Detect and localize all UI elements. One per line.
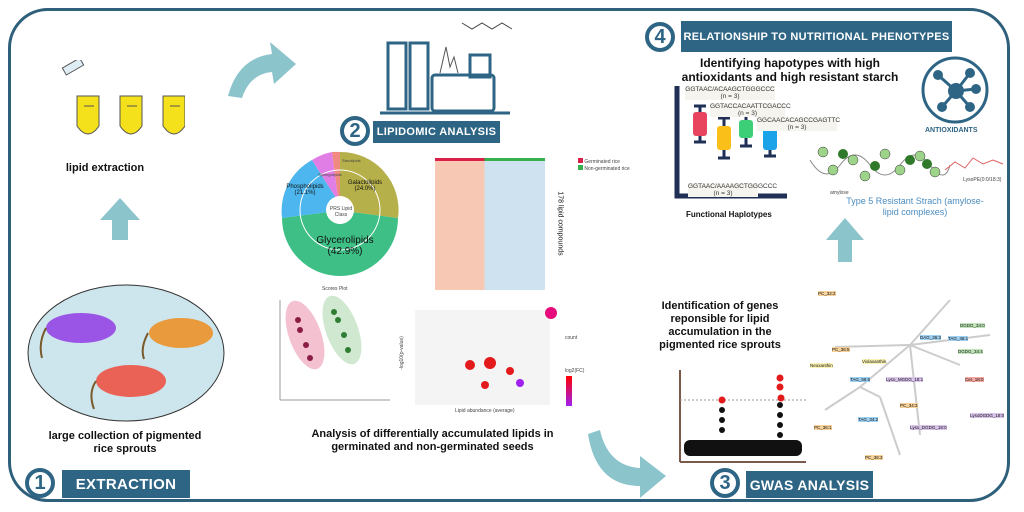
heatmap xyxy=(435,158,545,290)
donut-slice-galactolipids xyxy=(340,151,399,219)
arrow-curve-to-lipidomic xyxy=(228,42,296,98)
arrow-up-extraction xyxy=(100,198,140,240)
scores-plot-title: Scores Plot xyxy=(322,286,348,292)
arrow-curve-to-gwas xyxy=(588,430,666,498)
class-sphingolipids: Sphingolipids xyxy=(318,172,342,177)
rice-sprouts-illustration xyxy=(27,284,225,422)
antioxidant-molecule-icon xyxy=(921,56,989,124)
donut-slice-glycerolipids xyxy=(282,212,398,276)
phenotypes-title: Identifying hapotypes with high antioxid… xyxy=(681,56,899,84)
class-glycerolipids: Glycerolipids(42.9%) xyxy=(316,235,374,257)
lipidomic-caption: Analysis of differentially accumulated l… xyxy=(311,428,554,453)
haplotype-box-4 xyxy=(763,126,777,150)
step-2-badge: 2 xyxy=(340,116,370,146)
scores-plot xyxy=(279,295,390,401)
class-galactolipids: Galactolipids(24.0%) xyxy=(347,180,383,192)
bubble-legend-dot xyxy=(545,307,557,319)
donut-center-label: PRS Lipid Class xyxy=(329,206,353,218)
lipid-class-donut-chart xyxy=(281,151,399,276)
haplotype-box-2 xyxy=(717,126,731,150)
gene-lipid-network xyxy=(824,299,991,456)
network-labels: PC_32:2 PC_36:5 DAG_36:3 TAG_46:1 DGDG_3… xyxy=(810,291,1005,460)
haplotype-2-label: GGTAAC/AAAAGCTGGGCCC(n = 3) xyxy=(688,183,778,197)
step-1-label: EXTRACTION xyxy=(62,470,190,498)
tubes-illustration xyxy=(61,60,185,135)
haplotype-4-label: GGCAACACAGCCGAGTTC(n = 3) xyxy=(757,117,841,131)
amylose-lipid-complex xyxy=(809,146,1004,182)
lipid-extraction-caption: lipid extraction xyxy=(65,162,145,174)
step-3-badge: 3 xyxy=(710,468,740,498)
antioxidants-label: ANTIOXIDANTS xyxy=(925,127,978,134)
class-sterolipids: Sterolipids xyxy=(342,158,361,163)
haplotype-box-1 xyxy=(693,112,707,136)
bubble-plot xyxy=(415,310,550,405)
haplotype-3-label: GGTACCACAATTCGACCC(n = 3) xyxy=(710,103,791,117)
bubble-legend-count: count xyxy=(565,335,578,341)
step-3-label: GWAS ANALYSIS xyxy=(746,471,873,498)
heatmap-compounds-label: 178 lipid compounds xyxy=(556,191,564,256)
arrow-up-phenotypes xyxy=(826,218,864,262)
step-4-badge: 4 xyxy=(645,22,675,52)
donut-slice-phospholipids xyxy=(281,160,336,218)
amylose-label: amylose xyxy=(830,190,849,196)
bubble-xlabel: Lipid abundance (average) xyxy=(455,408,515,414)
class-phospholipids: Phospholipids(21.1%) xyxy=(286,184,324,196)
bubble-ylabel: -log10(p-value) xyxy=(398,336,405,370)
heatmap-legend: Germinated rice Non-germinated rice xyxy=(578,158,638,172)
resistant-starch-caption: Type 5 Resistant Strach (amylose-lipid c… xyxy=(846,196,984,217)
functional-haplotypes-label: Functional Haplotypes xyxy=(686,210,772,219)
step-4-label: RELATIONSHIP TO NUTRITIONAL PHENOTYPES xyxy=(681,21,952,52)
haplotype-1-label: GGTAAC/ACAAGCTGGGCCC(n = 3) xyxy=(685,86,775,100)
manhattan-plot xyxy=(679,370,806,463)
sprouts-caption: large collection of pigmented rice sprou… xyxy=(48,430,202,455)
outer-frame xyxy=(8,8,1010,502)
donut-slice-sterolipids xyxy=(332,151,340,198)
lysope-label: LysoPE(0:0/18:3) xyxy=(963,177,1002,183)
heatmap-group-bar xyxy=(435,158,545,161)
gwas-caption: Identification of genes reponsible for l… xyxy=(659,300,781,351)
bubble-legend-fc: log2(FC) xyxy=(565,368,585,374)
step-2-label: LIPIDOMIC ANALYSIS xyxy=(373,121,500,143)
step-1-badge: 1 xyxy=(25,468,55,498)
donut-slice-sphingolipids xyxy=(312,152,338,198)
fc-colorbar xyxy=(566,376,572,406)
lab-instrument-icon xyxy=(380,22,513,115)
haplotype-box-3 xyxy=(739,120,753,138)
